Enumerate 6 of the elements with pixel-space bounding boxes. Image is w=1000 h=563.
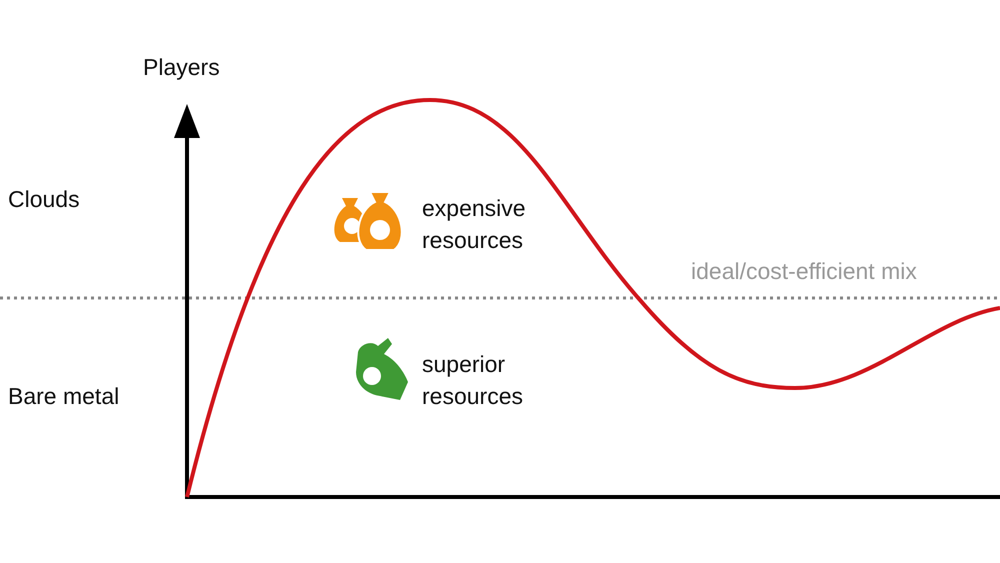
- annotation-text: superior resources: [422, 350, 524, 411]
- annotation-text: expensive resources: [422, 194, 527, 255]
- line-label: ideal/cost-efficient mix: [691, 257, 917, 286]
- axis-title: Players: [143, 53, 220, 82]
- row-label: Bare metal: [8, 382, 120, 411]
- row-label: Clouds: [8, 185, 80, 214]
